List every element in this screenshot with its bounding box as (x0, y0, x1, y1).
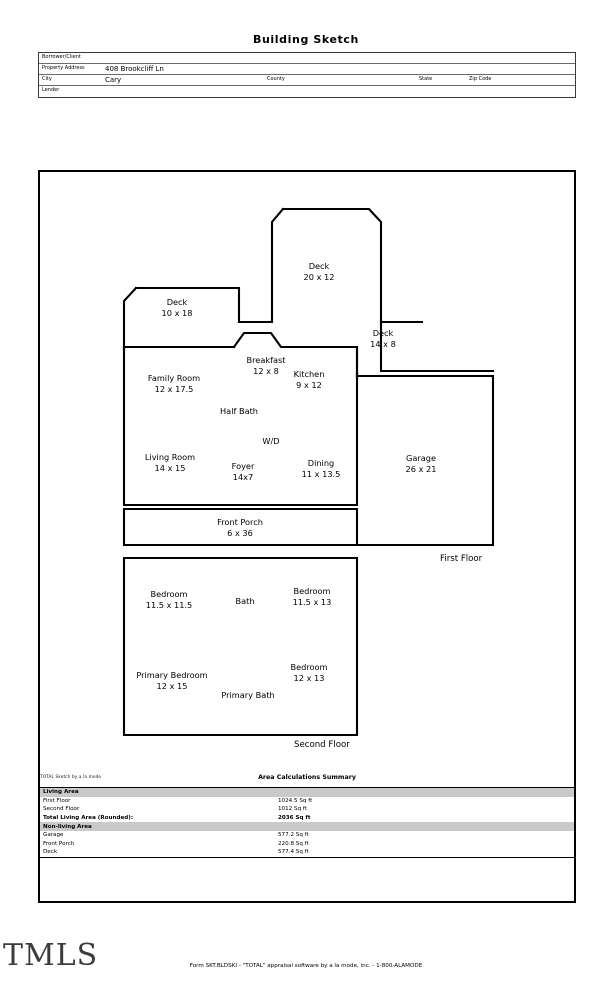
deck-10x18-outline (122, 286, 274, 352)
property-address-label: Property Address (42, 65, 85, 71)
room-label-deck-14x8-dims: 14 x 8 (370, 339, 396, 349)
form-footer-text: Form SKT.BLDSKI - "TOTAL" appraisal soft… (189, 963, 423, 969)
area-row-value: 1024.5 Sq ft (278, 797, 313, 804)
property-header-table: Borrower/Client Property Address 408 Bro… (38, 52, 576, 98)
property-address-value[interactable]: 408 Brookcliff Ln (105, 65, 164, 73)
area-row: Deck 577.4 Sq ft (40, 848, 574, 857)
room-label-deck-20x12-name: Deck (309, 261, 330, 271)
area-row-name: Front Porch (43, 840, 75, 847)
room-label-bedroom-1-name: Bedroom (150, 589, 187, 599)
header-row-borrower: Borrower/Client (39, 53, 575, 64)
room-label-foyer-name: Foyer (232, 461, 255, 471)
deck-20x12-outline (237, 207, 424, 324)
room-label-dining-name: Dining (308, 458, 334, 468)
room-label-bedroom-3-name: Bedroom (290, 662, 327, 672)
page-title: Building Sketch (253, 33, 359, 46)
county-label: County (267, 76, 285, 82)
room-label-front-porch-name: Front Porch (217, 517, 263, 527)
area-row-value: 220.8 Sq ft (278, 840, 309, 847)
second-floor-outline (122, 556, 359, 737)
room-label-kitchen-dims: 9 x 12 (296, 380, 322, 390)
area-row-name: Living Area (43, 789, 79, 796)
room-label-breakfast-name: Breakfast (247, 355, 287, 365)
city-value[interactable]: Cary (105, 76, 122, 84)
area-row-name: Garage (43, 832, 64, 839)
tmls-logo: TMLS (3, 938, 99, 973)
area-row: Second Floor 1012 Sq ft (40, 805, 574, 814)
room-label-living-room-name: Living Room (145, 452, 195, 462)
header-row-address: Property Address 408 Brookcliff Ln (39, 64, 575, 75)
room-label-foyer-dims: 14x7 (233, 472, 253, 482)
room-label-front-porch-dims: 6 x 36 (227, 528, 253, 538)
area-row: Front Porch 220.8 Sq ft (40, 840, 574, 849)
area-row: First Floor 1024.5 Sq ft (40, 797, 574, 806)
area-row-value: 577.4 Sq ft (278, 849, 309, 856)
room-label-bath-name: Bath (235, 596, 254, 606)
area-row-value: 1012 Sq ft (278, 806, 307, 813)
room-label-living-room-dims: 14 x 15 (155, 463, 186, 473)
sketch-frame (38, 170, 576, 903)
room-label-garage-dims: 26 x 21 (406, 464, 437, 474)
area-section-header: Living Area (40, 788, 574, 797)
room-label-half-bath-name: Half Bath (220, 406, 258, 416)
room-label-garage-name: Garage (406, 453, 436, 463)
area-row-name: First Floor (43, 797, 71, 804)
area-row-value: 2036 Sq ft (278, 814, 311, 821)
room-label-bedroom-2-dims: 11.5 x 13 (293, 597, 332, 607)
floorplan-sketch: Deck 20 x 12 Deck 10 x 18 Deck 14 x 8 Br… (122, 207, 495, 750)
area-row-name: Second Floor (43, 806, 80, 813)
header-row-city: City Cary County State Zip Code (39, 75, 575, 86)
area-calculations-title: Area Calculations Summary (258, 774, 356, 781)
front-porch-outline (122, 507, 359, 547)
room-label-breakfast-dims: 12 x 8 (253, 366, 279, 376)
first-floor-outline (122, 331, 359, 507)
city-label: City (42, 76, 52, 82)
borrower-label: Borrower/Client (42, 54, 81, 60)
room-label-family-room-name: Family Room (148, 373, 200, 383)
room-label-dining-dims: 11 x 13.5 (302, 469, 341, 479)
room-label-primary-bedroom-dims: 12 x 15 (157, 681, 188, 691)
zip-label: Zip Code (469, 76, 492, 82)
area-row-name: Non-living Area (43, 823, 92, 830)
room-label-wd-name: W/D (262, 436, 279, 446)
area-row-name: Deck (43, 849, 58, 856)
room-label-bedroom-2-name: Bedroom (293, 586, 330, 596)
room-label-deck-20x12-dims: 20 x 12 (304, 272, 335, 282)
room-label-primary-bath-name: Primary Bath (221, 690, 274, 700)
second-floor-label: Second Floor (294, 740, 350, 750)
lender-label: Lender (42, 87, 60, 93)
room-label-family-room-dims: 12 x 17.5 (155, 384, 194, 394)
garage-outline (355, 374, 495, 547)
state-label: State (419, 76, 433, 82)
room-label-deck-10x18-name: Deck (167, 297, 188, 307)
area-row: Total Living Area (Rounded): 2036 Sq ft (40, 814, 574, 823)
sketch-credit: TOTAL Sketch by a la mode (40, 774, 102, 779)
area-row-value: 577.2 Sq ft (278, 832, 309, 839)
area-row: Garage 577.2 Sq ft (40, 831, 574, 840)
header-row-lender: Lender (39, 86, 575, 97)
room-label-deck-10x18-dims: 10 x 18 (162, 308, 193, 318)
room-label-primary-bedroom-name: Primary Bedroom (136, 670, 207, 680)
area-section-header: Non-living Area (40, 822, 574, 831)
first-floor-label: First Floor (440, 554, 483, 564)
area-row-name: Total Living Area (Rounded): (43, 814, 134, 821)
room-label-bedroom-1-dims: 11.5 x 11.5 (146, 600, 193, 610)
room-label-deck-14x8-name: Deck (373, 328, 394, 338)
room-label-kitchen-name: Kitchen (294, 369, 325, 379)
room-label-bedroom-3-dims: 12 x 13 (294, 673, 325, 683)
